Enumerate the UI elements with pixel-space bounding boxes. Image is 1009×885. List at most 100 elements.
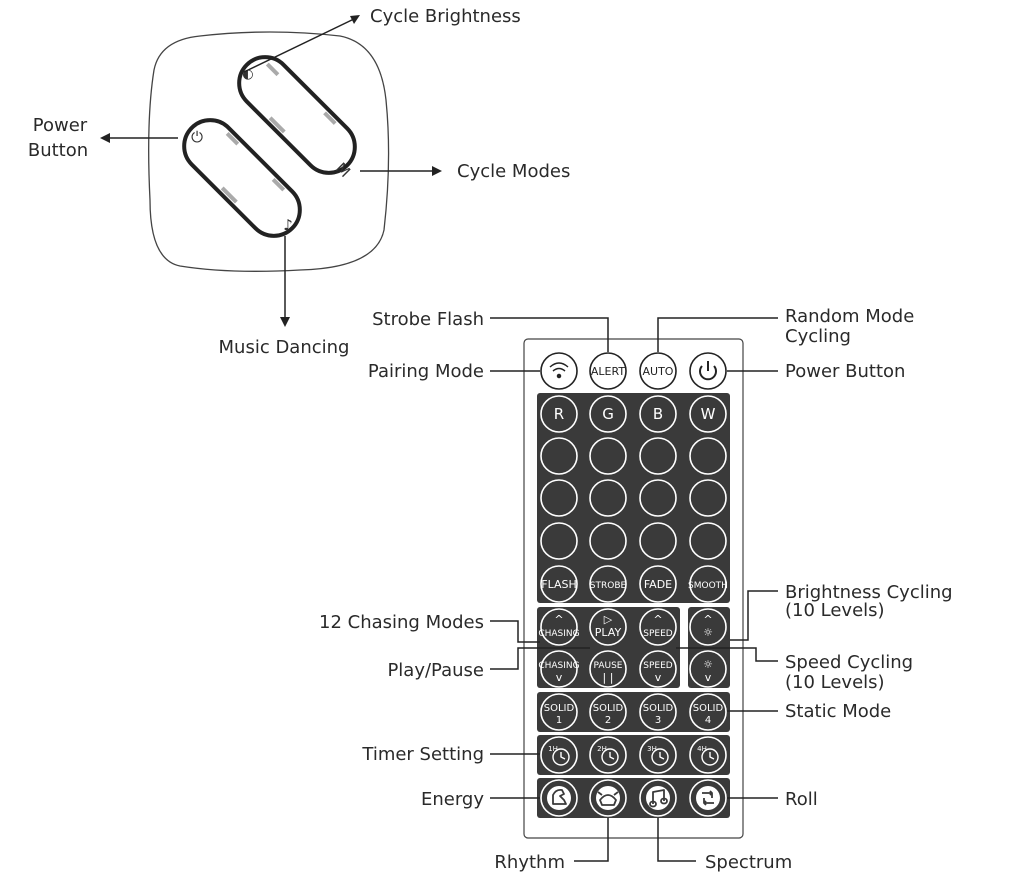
label-brightness-cycling-1: Brightness Cycling <box>785 582 953 603</box>
clock-icon <box>651 748 669 766</box>
color-preset-button-5[interactable] <box>540 479 578 517</box>
solid-2-number: 2 <box>605 715 611 726</box>
timer-1h-button[interactable] <box>540 736 578 774</box>
label-power-line1: Power <box>33 115 88 136</box>
timer-3h-button[interactable] <box>639 736 677 774</box>
line-spectrum <box>657 818 696 862</box>
color-preset-button-8[interactable] <box>689 479 727 517</box>
effect-button-strobe[interactable] <box>589 565 627 603</box>
music-glyph[interactable]: ♪ <box>283 216 293 234</box>
color-preset-button-12[interactable] <box>689 522 727 560</box>
effect-button-flash[interactable] <box>540 565 578 603</box>
clock-hands-icon <box>659 752 665 760</box>
pause-label: PAUSE <box>594 661 623 671</box>
label-speed-cycling-1: Speed Cycling <box>785 652 913 673</box>
clock-icon <box>601 748 619 766</box>
color-button-b[interactable] <box>639 395 677 433</box>
arrowhead-music <box>280 317 290 327</box>
label-power-line2: Button <box>28 140 88 161</box>
label-cycle-brightness: Cycle Brightness <box>370 6 521 27</box>
solid-1-button[interactable] <box>540 693 578 731</box>
chasing-up-button[interactable] <box>540 608 578 646</box>
auto-button[interactable] <box>639 352 677 390</box>
effect-button-fade[interactable] <box>639 565 677 603</box>
chasing-down-button[interactable] <box>540 650 578 688</box>
solid-4-button[interactable] <box>689 693 727 731</box>
color-button-r[interactable] <box>540 395 578 433</box>
label-spectrum: Spectrum <box>705 852 792 873</box>
chasing-up-glyph: ^ <box>554 613 563 626</box>
play-button[interactable] <box>589 608 627 646</box>
effect-label-fade: FADE <box>644 578 672 591</box>
speed-down-button[interactable] <box>639 650 677 688</box>
timer-2h-button[interactable] <box>589 736 627 774</box>
label-strobe-flash: Strobe Flash <box>372 309 484 330</box>
chasing-down-label: CHASING <box>538 661 579 671</box>
line-strobe-flash <box>490 317 609 352</box>
label-energy: Energy <box>421 789 484 810</box>
timer-4h-label: 4H <box>697 745 707 753</box>
effect-label-flash: FLASH <box>541 578 577 591</box>
color-label-w: W <box>701 405 716 423</box>
label-speed-cycling-2: (10 Levels) <box>785 672 885 693</box>
pairing-button[interactable] <box>540 352 578 390</box>
panel-timer <box>537 735 730 775</box>
arrowhead-cycle-brightness <box>350 15 360 24</box>
speed-up-button[interactable] <box>639 608 677 646</box>
color-label-r: R <box>554 405 564 423</box>
timer-3h-label: 3H <box>647 745 657 753</box>
speed-down-glyph: v <box>655 671 662 684</box>
arrowhead-power <box>100 133 110 143</box>
solid-4-label: SOLID <box>693 703 724 714</box>
brightness-up-button[interactable] <box>689 608 727 646</box>
brightness-glyph[interactable]: ◐ <box>242 67 253 82</box>
color-preset-button-3[interactable] <box>639 437 677 475</box>
pause-button[interactable] <box>589 650 627 688</box>
timer-4h-button[interactable] <box>689 736 727 774</box>
power-glyph[interactable]: ⏻ <box>191 128 203 146</box>
spectrum-icon <box>649 789 668 808</box>
line-brightness-cycling <box>730 590 778 641</box>
clock-hands-icon <box>709 752 715 760</box>
timer-1h-label: 1H <box>548 745 558 753</box>
clock-hands-icon <box>560 752 566 760</box>
panel-solid <box>537 692 730 732</box>
color-preset-button-9[interactable] <box>540 522 578 560</box>
rhythm-icon <box>597 791 619 806</box>
label-random-mode-2: Cycling <box>785 326 851 347</box>
pause-glyph: | | <box>603 671 614 684</box>
color-preset-button-11[interactable] <box>639 522 677 560</box>
pill-power-music <box>182 118 302 238</box>
play-glyph: ▷ <box>604 613 613 626</box>
color-label-g: G <box>602 405 614 423</box>
chasing-down-glyph: v <box>556 671 563 684</box>
color-button-w[interactable] <box>689 395 727 433</box>
callout-line-cycle-brightness <box>243 17 357 73</box>
color-preset-button-10[interactable] <box>589 522 627 560</box>
energy-icon <box>552 788 567 805</box>
timer-2h-label: 2H <box>597 745 607 753</box>
color-button-g[interactable] <box>589 395 627 433</box>
label-rhythm: Rhythm <box>494 852 565 873</box>
color-preset-button-6[interactable] <box>589 479 627 517</box>
color-preset-button-7[interactable] <box>639 479 677 517</box>
power-icon <box>699 361 717 381</box>
color-preset-button-4[interactable] <box>689 437 727 475</box>
solid-2-button[interactable] <box>589 693 627 731</box>
alert-button[interactable] <box>589 352 627 390</box>
line-chasing-modes <box>490 620 540 643</box>
solid-1-number: 1 <box>556 715 562 726</box>
solid-3-button[interactable] <box>639 693 677 731</box>
color-preset-button-2[interactable] <box>589 437 627 475</box>
solid-2-label: SOLID <box>593 703 624 714</box>
brightness-down-button[interactable] <box>689 650 727 688</box>
effect-label-strobe: STROBE <box>590 581 627 591</box>
line-play-pause <box>490 647 590 670</box>
effect-label-smooth: SMOOTH <box>688 581 728 591</box>
arrowhead-cycle-modes <box>432 166 442 176</box>
effect-button-smooth[interactable] <box>689 565 727 603</box>
label-pairing-mode: Pairing Mode <box>368 361 484 382</box>
color-preset-button-1[interactable] <box>540 437 578 475</box>
